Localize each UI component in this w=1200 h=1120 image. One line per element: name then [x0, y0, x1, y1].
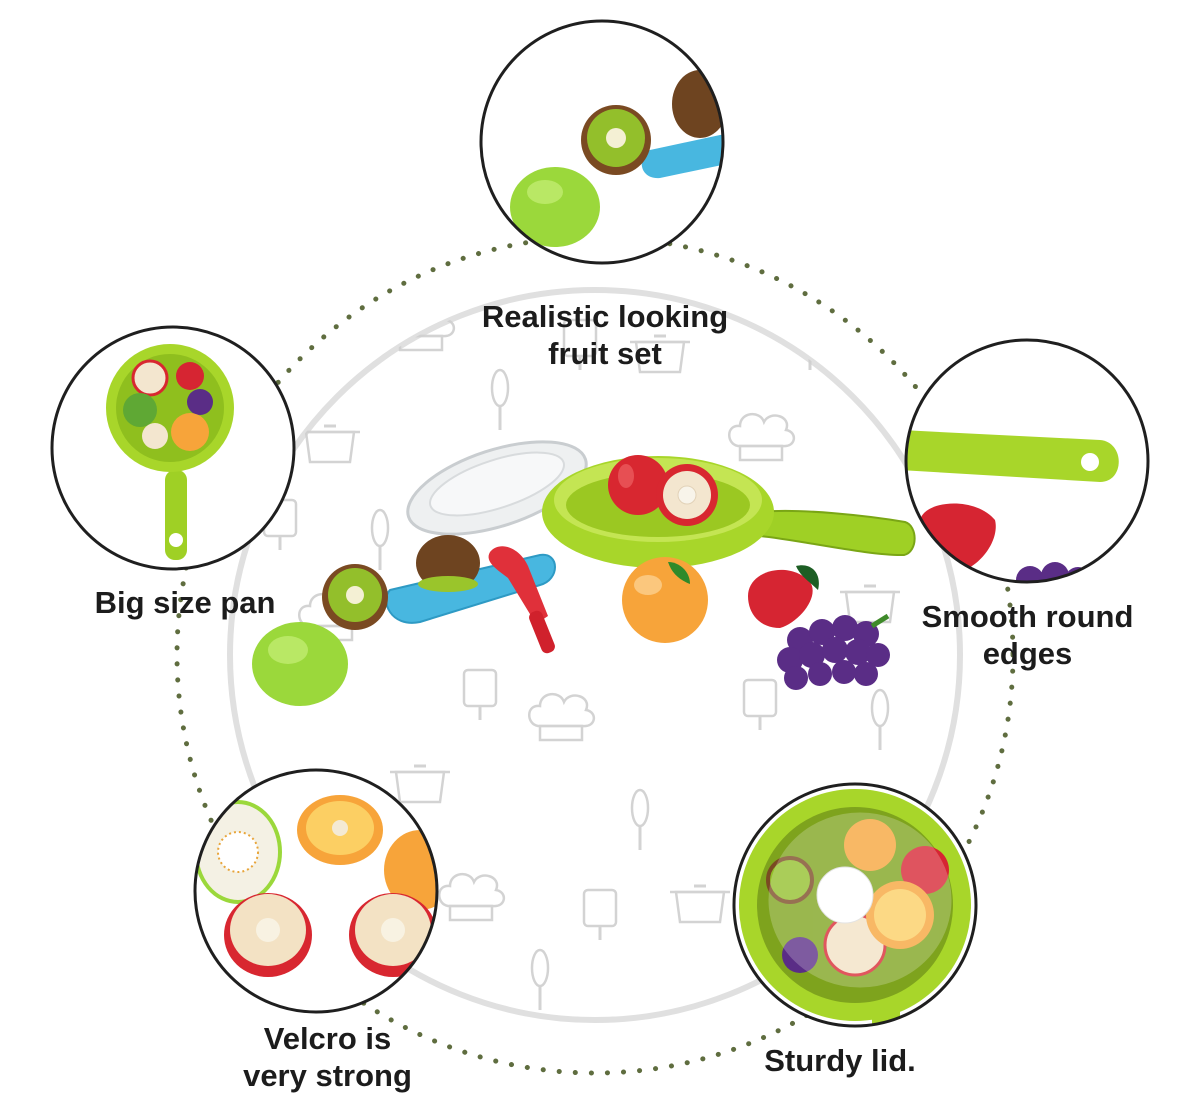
label-pan-line1: Big size pan	[94, 585, 276, 620]
toy-knife	[488, 546, 555, 654]
kiwi-half	[322, 564, 388, 630]
apple	[608, 455, 668, 515]
label-velcro-line1: Velcro is	[263, 1021, 392, 1056]
detail-circle-velcro	[193, 768, 439, 1014]
label-velcro-line2: very strong	[243, 1058, 412, 1093]
lime	[252, 622, 348, 706]
label-edges-line1: Smooth round	[921, 599, 1134, 634]
clear-lid	[406, 440, 588, 536]
label-fruit-set-line1: Realistic looking	[481, 299, 729, 334]
label-lid: Sturdy lid.	[740, 1042, 940, 1079]
orange	[622, 557, 708, 643]
label-fruit-set-line2: fruit set	[548, 336, 662, 371]
label-velcro: Velcro is very strong	[205, 1020, 450, 1094]
apple-half	[656, 464, 718, 526]
detail-circle-lid	[732, 782, 978, 1028]
detail-circle-edges	[904, 338, 1150, 584]
label-edges: Smooth round edges	[900, 598, 1155, 672]
label-fruit-set: Realistic looking fruit set	[440, 298, 770, 372]
detail-circle-pan	[50, 325, 296, 571]
dotted-ring	[174, 234, 1016, 1076]
label-lid-line1: Sturdy lid.	[764, 1043, 916, 1078]
label-edges-line2: edges	[982, 636, 1073, 671]
central-product-set	[252, 440, 916, 706]
detail-circle-fruit-set	[479, 19, 725, 265]
kiwi-whole	[416, 535, 480, 592]
strawberry	[748, 565, 819, 628]
label-pan: Big size pan	[60, 584, 310, 621]
grapes	[777, 613, 890, 690]
